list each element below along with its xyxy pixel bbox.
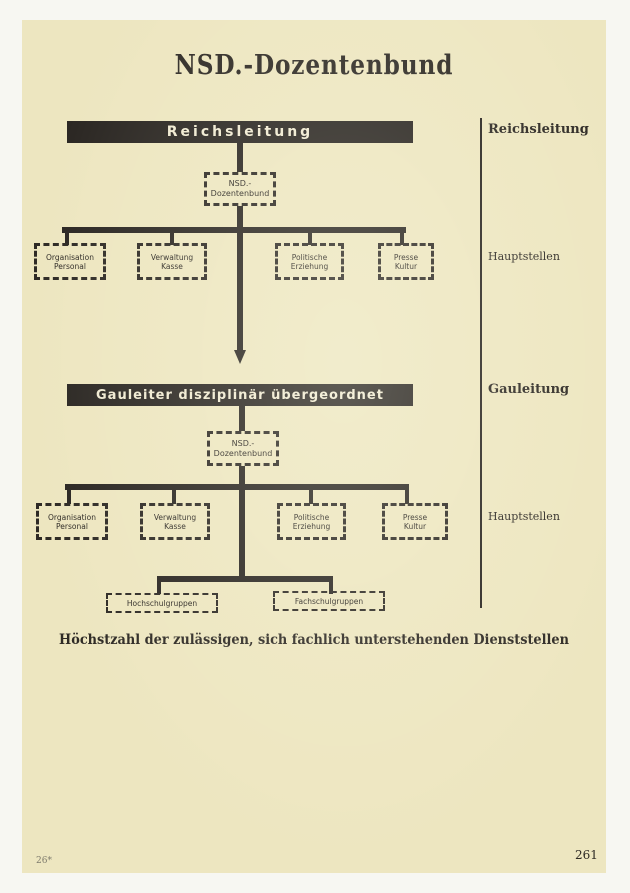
reich-dept-box-verwaltung: Verwaltung Kasse — [137, 243, 207, 280]
reich-dozentenbund-box: NSD.- Dozentenbund — [204, 172, 276, 206]
groups-branch-line — [157, 576, 333, 582]
side-label-hauptstellen-upper: Hauptstellen — [488, 250, 560, 263]
reich-dept-box-presse: Presse Kultur — [378, 243, 434, 280]
gau-drop-2 — [172, 484, 176, 504]
trunk-line-upper — [237, 143, 243, 353]
groups-drop-1 — [157, 576, 161, 594]
reich-dept-box-politische: Politische Erziehung — [275, 243, 344, 280]
side-label-reichsleitung: Reichsleitung — [488, 122, 589, 137]
gau-dozentenbund-box: NSD.- Dozentenbund — [207, 431, 279, 466]
gau-dept-box-politische: Politische Erziehung — [277, 503, 346, 540]
groups-drop-2 — [329, 576, 333, 594]
level-divider-line — [480, 118, 482, 608]
reich-drop-1 — [65, 227, 69, 245]
gau-dept-box-organisation: Organisation Personal — [36, 503, 108, 540]
side-label-hauptstellen-lower: Hauptstellen — [488, 510, 560, 523]
group-box-fachschulgruppen: Fachschulgruppen — [273, 591, 385, 611]
down-arrow-icon — [234, 350, 246, 364]
side-label-gauleitung: Gauleitung — [488, 382, 570, 397]
book-page: NSD.-Dozentenbund Reichsleitung NSD.- Do… — [22, 20, 606, 873]
diagram-title: NSD.-Dozentenbund — [174, 50, 454, 81]
diagram-caption: Höchstzahl der zulässigen, sich fachlich… — [59, 632, 569, 648]
gau-drop-4 — [405, 484, 409, 504]
reich-drop-4 — [400, 227, 404, 245]
group-box-hochschulgruppen: Hochschulgruppen — [106, 593, 218, 613]
reich-drop-3 — [308, 227, 312, 245]
reich-branch-line — [62, 227, 406, 233]
gauleitung-header-bar: Gauleiter disziplinär übergeordnet — [67, 384, 413, 406]
reich-drop-2 — [170, 227, 174, 245]
gau-drop-1 — [67, 484, 71, 504]
gau-drop-3 — [309, 484, 313, 504]
gau-dept-box-presse: Presse Kultur — [382, 503, 448, 540]
gau-dept-box-verwaltung: Verwaltung Kasse — [140, 503, 210, 540]
page-number: 261 — [575, 848, 598, 862]
trunk-line-lower — [239, 406, 245, 580]
signature-mark: 26* — [36, 856, 52, 866]
reichsleitung-header-bar: Reichsleitung — [67, 121, 413, 143]
reich-dept-box-organisation: Organisation Personal — [34, 243, 106, 280]
gau-branch-line — [65, 484, 409, 490]
